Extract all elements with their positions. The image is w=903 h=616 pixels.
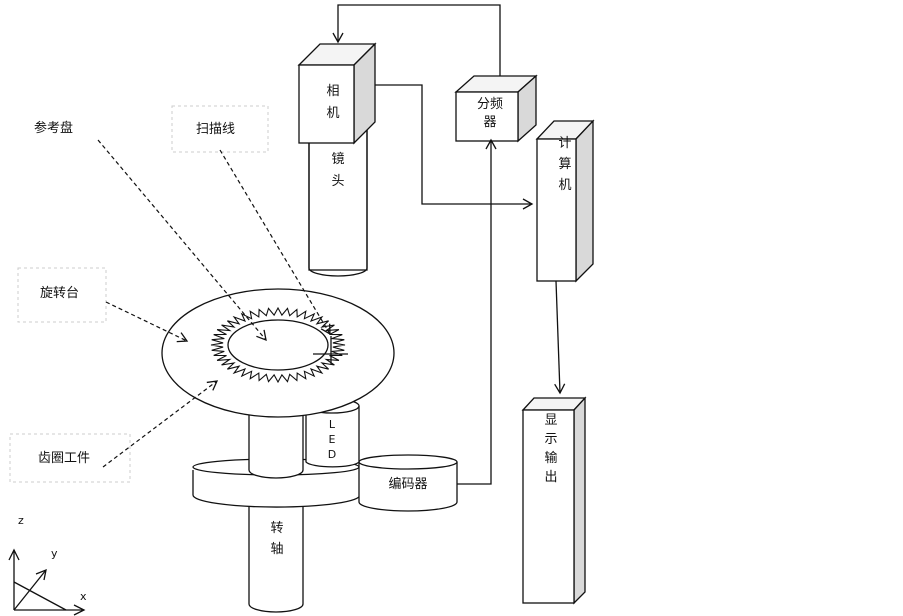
display-label-2: 示 xyxy=(544,432,557,447)
turntable-label: 旋转台 xyxy=(40,286,79,301)
shaft-cylinder xyxy=(248,490,304,613)
lens-cylinder xyxy=(308,129,368,277)
coordinate-axes xyxy=(8,548,86,616)
divider-label-2: 器 xyxy=(483,115,496,130)
turntable-label-box xyxy=(17,267,107,323)
computer-label-1: 计 xyxy=(558,136,571,151)
upper-shaft xyxy=(248,400,304,479)
divider-box xyxy=(454,74,538,143)
encoder-label: 编码器 xyxy=(388,477,427,492)
axis-z-label: z xyxy=(18,514,24,527)
display-label-1: 显 xyxy=(544,413,557,428)
shaft-label-1: 转 xyxy=(270,521,283,536)
turntable-leader xyxy=(105,301,189,343)
scan-line-leader xyxy=(219,149,331,336)
computer-to-display-line xyxy=(554,280,566,395)
divider-label-1: 分频 xyxy=(477,97,503,112)
reference-disk-label: 参考盘 xyxy=(34,120,73,136)
divider-to-camera-line xyxy=(332,4,501,76)
gear-ring-label: 齿圈工件 xyxy=(38,451,90,466)
scan-line-label: 扫描线 xyxy=(196,122,235,137)
lens-label-2: 头 xyxy=(331,174,344,189)
computer-box xyxy=(535,119,595,283)
encoder-to-divider-line xyxy=(457,138,497,485)
lens-label-1: 镜 xyxy=(331,152,344,167)
scan-line-label-box xyxy=(171,105,269,153)
display-label-4: 出 xyxy=(544,470,557,485)
led-label-1: L xyxy=(329,418,336,431)
computer-label-2: 算 xyxy=(558,157,571,172)
reference-disk-leader xyxy=(97,139,267,342)
computer-label-3: 机 xyxy=(558,178,571,193)
axis-y-label: y xyxy=(51,547,58,560)
led-label-3: D xyxy=(328,448,336,461)
reference-disk-ellipse xyxy=(227,319,329,371)
display-label-3: 输 xyxy=(544,450,557,466)
camera-label-1: 相 xyxy=(326,84,339,99)
encoder-cylinder xyxy=(358,454,458,512)
camera-to-computer-line xyxy=(375,84,534,210)
led-label-2: E xyxy=(329,433,336,446)
gear-ring-label-box xyxy=(9,433,131,483)
axis-x-label: x xyxy=(80,590,87,603)
gear-ring-leader xyxy=(102,380,219,468)
camera-label-2: 机 xyxy=(326,106,339,121)
shaft-label-2: 轴 xyxy=(270,542,283,557)
camera-box xyxy=(297,42,377,145)
display-box xyxy=(521,396,587,605)
